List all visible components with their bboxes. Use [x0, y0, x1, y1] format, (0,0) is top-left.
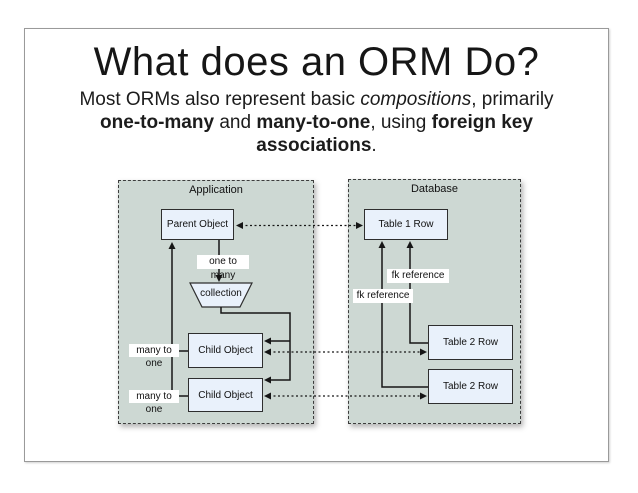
application-panel-label: Application — [189, 184, 243, 196]
child-object-node-1: Child Object — [188, 333, 263, 368]
many-to-one-label-1: many to one — [129, 344, 179, 369]
table2-row-node-2: Table 2 Row — [428, 369, 513, 404]
parent-object-node: Parent Object — [161, 209, 234, 240]
subtitle-line-1: Most ORMs also represent basic compositi… — [79, 89, 554, 110]
table1-row-node: Table 1 Row — [364, 209, 448, 240]
slide-title: What does an ORM Do? — [93, 40, 540, 84]
subtitle-line-3: associations. — [256, 135, 377, 156]
slide-subtitle: Most ORMs also represent basic compositi… — [25, 88, 608, 157]
fk-reference-label-2: fk reference — [353, 289, 413, 303]
database-panel-label: Database — [410, 183, 459, 195]
table2-row-node-1: Table 2 Row — [428, 325, 513, 360]
subtitle-line-2: one-to-many and many-to-one, using forei… — [100, 112, 533, 133]
many-to-one-label-2: many to one — [129, 390, 179, 415]
one-to-many-label: one to many — [197, 255, 249, 281]
collection-label: collection — [200, 288, 242, 299]
fk-reference-label-1: fk reference — [387, 269, 449, 283]
child-object-node-2: Child Object — [188, 378, 263, 412]
